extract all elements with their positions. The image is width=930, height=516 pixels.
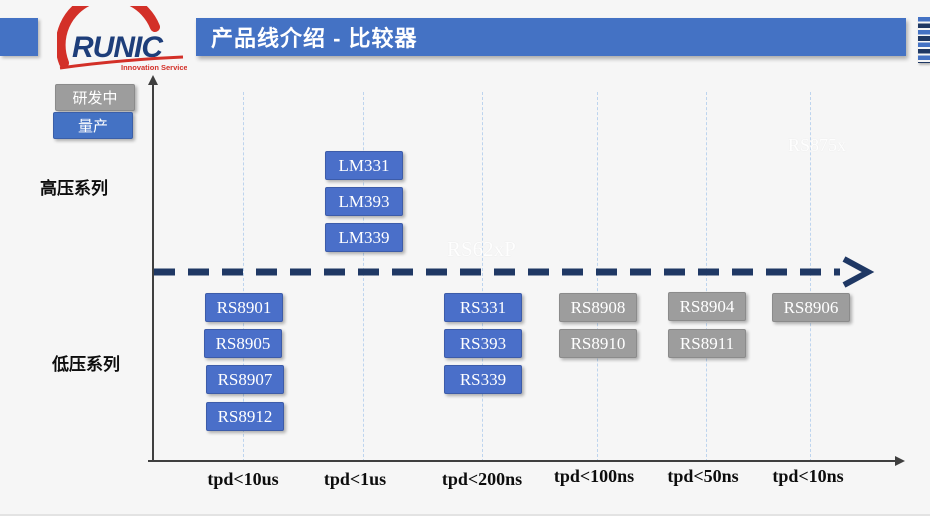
product-chip-rs8907: RS8907 — [206, 365, 284, 394]
band-label-low-voltage: 低压系列 — [52, 355, 120, 374]
product-chip-rs331: RS331 — [444, 293, 522, 322]
logo-underline — [59, 55, 184, 70]
product-chip-lm331: LM331 — [325, 151, 403, 180]
watermark-rs62xp: RS62xP — [447, 237, 516, 261]
x-axis — [148, 460, 896, 462]
gridline-tpd-200ns — [482, 92, 483, 462]
x-tick-tpd-50ns: tpd<50ns — [667, 466, 739, 486]
slide-title-bar: 产品线介绍 - 比较器 — [196, 18, 906, 56]
gridline-tpd-100ns — [597, 92, 598, 462]
product-chip-rs8908: RS8908 — [559, 293, 637, 322]
logo-tagline: Innovation Service — [121, 63, 187, 72]
x-tick-tpd-100ns: tpd<100ns — [553, 466, 635, 486]
voltage-divider-arrow — [154, 256, 875, 288]
gridline-tpd-10us — [243, 92, 244, 462]
product-chip-rs8901: RS8901 — [205, 293, 283, 322]
gridline-tpd-50ns — [706, 92, 707, 462]
x-tick-tpd-10ns: tpd<10ns — [772, 466, 844, 486]
product-chip-rs8904: RS8904 — [668, 292, 746, 321]
band-label-high-voltage: 高压系列 — [40, 179, 108, 198]
x-axis-arrowhead — [895, 456, 905, 466]
gridline-tpd-10ns — [810, 92, 811, 462]
runic-logo: RUNIC Innovation Service — [57, 6, 187, 72]
product-chip-lm339: LM339 — [325, 223, 403, 252]
product-chip-rs8910: RS8910 — [559, 329, 637, 358]
legend-in-development: 研发中 — [55, 84, 135, 111]
gridline-tpd-1us — [363, 92, 364, 462]
product-chip-lm393: LM393 — [325, 187, 403, 216]
corner-accent-block — [0, 18, 38, 56]
watermark-rs875x: RS875x — [788, 135, 847, 155]
product-chip-rs8905: RS8905 — [204, 329, 282, 358]
product-chip-rs339: RS339 — [444, 365, 522, 394]
stripe-decoration — [918, 17, 930, 63]
product-chip-rs8912: RS8912 — [206, 402, 284, 431]
logo-arc — [57, 6, 160, 68]
product-chip-rs8911: RS8911 — [668, 329, 746, 358]
product-chip-rs393: RS393 — [444, 329, 522, 358]
x-tick-tpd-10us: tpd<10us — [207, 469, 279, 489]
y-axis — [152, 84, 154, 462]
legend-mass-production-label: 量产 — [77, 118, 108, 135]
y-axis-arrowhead — [148, 75, 158, 85]
x-tick-tpd-1us: tpd<1us — [323, 469, 387, 489]
product-chip-rs8906: RS8906 — [772, 293, 850, 322]
x-tick-tpd-200ns: tpd<200ns — [441, 469, 523, 489]
slide-title: 产品线介绍 - 比较器 — [211, 26, 418, 51]
legend-mass-production: 量产 — [53, 112, 133, 139]
legend-in-development-label: 研发中 — [72, 90, 118, 107]
